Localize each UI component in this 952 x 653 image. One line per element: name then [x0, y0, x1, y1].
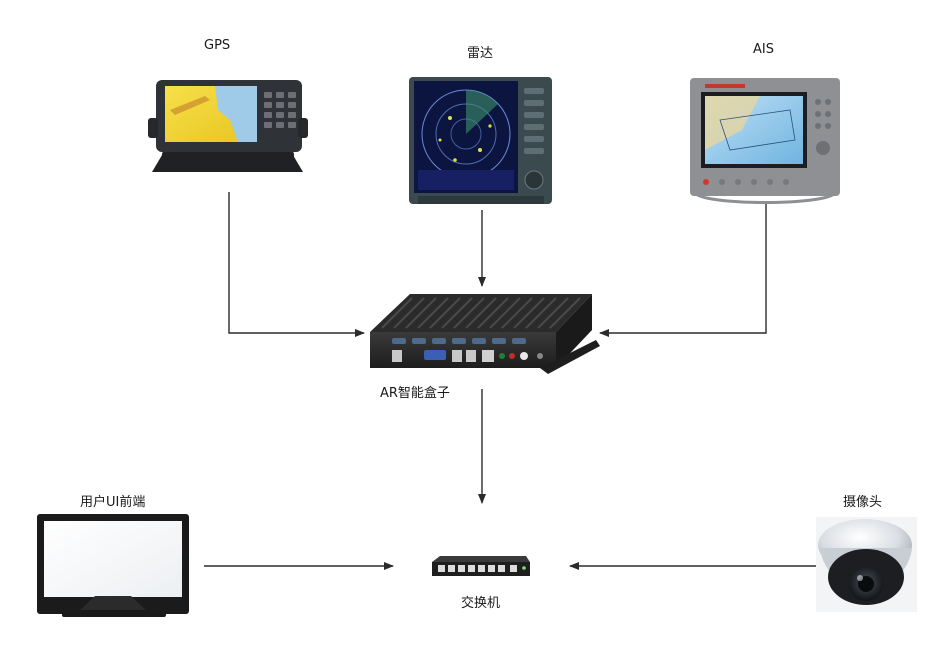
gps-device-icon — [148, 80, 308, 172]
ar-box-label: AR智能盒子 — [380, 386, 450, 401]
frontend-monitor-icon — [37, 514, 189, 617]
edge-gps-to-ar-box — [228, 192, 365, 337]
switch-label: 交换机 — [461, 596, 501, 611]
frontend-label: 用户UI前端 — [80, 495, 146, 510]
switch-device-icon — [432, 556, 530, 576]
edge-ais-to-ar-box — [599, 204, 767, 337]
ais-device-icon — [690, 78, 840, 204]
gps-label: GPS — [204, 38, 231, 53]
camera-label: 摄像头 — [843, 495, 883, 510]
ais-label: AIS — [753, 42, 774, 57]
radar-label: 雷达 — [467, 46, 494, 61]
radar-device-icon — [409, 77, 552, 204]
camera-device-icon — [816, 517, 917, 612]
ar-box-device-icon — [370, 294, 600, 374]
